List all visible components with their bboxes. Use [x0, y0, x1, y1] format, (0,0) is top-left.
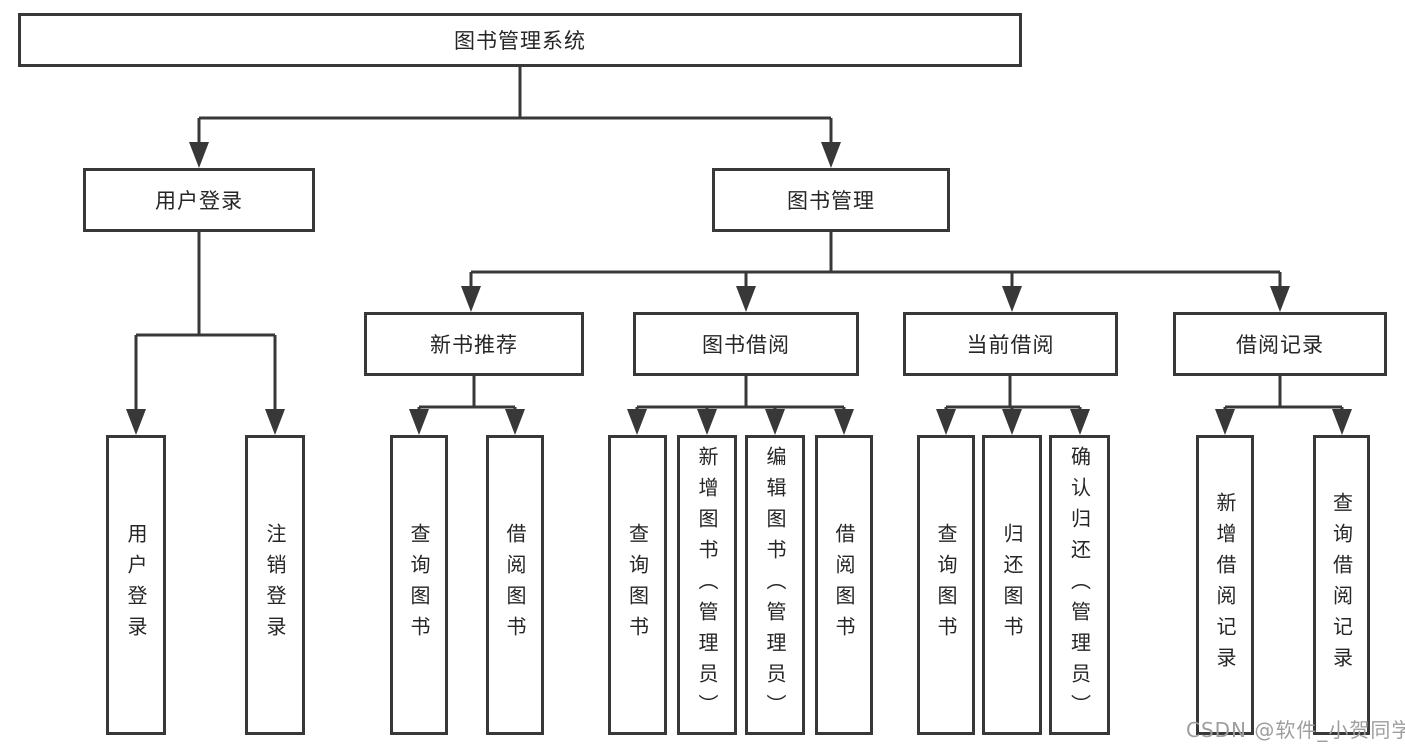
arrow-down-icon [736, 286, 756, 312]
leaf-user-login: 用户登录 [106, 435, 166, 735]
arrow-down-icon [126, 409, 146, 435]
arrow-down-icon [834, 409, 854, 435]
leaf-label: 编辑图书（管理员） [763, 445, 787, 725]
leaf-br-add-borrow-record: 新增借阅记录 [1196, 435, 1254, 735]
node-new-book-recommendation: 新书推荐 [364, 312, 584, 376]
leaf-label: 新增借阅记录 [1213, 492, 1237, 678]
leaf-cb-return-books: 归还图书 [982, 435, 1042, 735]
leaf-bb-add-books-admin: 新增图书（管理员） [677, 435, 737, 735]
arrow-down-icon [1270, 286, 1290, 312]
arrow-down-icon [265, 409, 285, 435]
node-label: 用户登录 [155, 189, 243, 213]
node-book-borrowing: 图书借阅 [633, 312, 859, 376]
leaf-label: 借阅图书 [832, 523, 856, 647]
arrow-down-icon [409, 409, 429, 435]
leaf-label: 查询图书 [407, 523, 431, 647]
leaf-nb-query-books: 查询图书 [390, 435, 448, 735]
node-book-management: 图书管理 [712, 168, 950, 232]
leaf-label: 用户登录 [124, 523, 148, 647]
leaf-cb-confirm-return-admin: 确认归还（管理员） [1049, 435, 1110, 735]
node-current-borrowing: 当前借阅 [903, 312, 1118, 376]
leaf-nb-borrow-books: 借阅图书 [486, 435, 544, 735]
node-library-management-system: 图书管理系统 [18, 13, 1022, 67]
leaf-label: 新增图书（管理员） [695, 445, 719, 725]
csdn-watermark: CSDN @软件_小贺同学 [1186, 718, 1405, 742]
arrow-down-icon [505, 409, 525, 435]
arrow-down-icons [126, 142, 1352, 435]
leaf-label: 查询借阅记录 [1329, 492, 1354, 678]
leaf-bb-borrow-books: 借阅图书 [815, 435, 873, 735]
arrow-down-icon [189, 142, 209, 168]
leaf-bb-edit-books-admin: 编辑图书（管理员） [745, 435, 805, 735]
leaf-label: 注销登录 [263, 523, 287, 647]
arrow-down-icon [461, 286, 481, 312]
node-label: 新书推荐 [430, 333, 518, 357]
arrow-down-icon [1070, 409, 1090, 435]
leaf-label: 归还图书 [1000, 523, 1024, 647]
leaf-br-query-borrow-record: 查询借阅记录 [1313, 435, 1370, 735]
arrow-down-icon [697, 409, 717, 435]
leaf-logout-login: 注销登录 [245, 435, 305, 735]
arrow-down-icon [1215, 409, 1235, 435]
node-label: 借阅记录 [1236, 333, 1324, 357]
leaf-label: 借阅图书 [503, 523, 527, 647]
arrow-down-icon [1332, 409, 1352, 435]
arrow-down-icon [1002, 409, 1022, 435]
leaf-cb-query-books: 查询图书 [917, 435, 975, 735]
node-user-login: 用户登录 [83, 168, 315, 232]
node-label: 图书管理 [787, 189, 875, 213]
leaf-label: 确认归还（管理员） [1067, 445, 1092, 725]
node-label: 当前借阅 [966, 333, 1055, 357]
leaf-label: 查询图书 [625, 523, 650, 647]
arrow-down-icon [627, 409, 647, 435]
leaf-bb-query-books: 查询图书 [608, 435, 667, 735]
arrow-down-icon [1002, 286, 1022, 312]
arrow-down-icon [765, 409, 785, 435]
node-label: 图书借阅 [702, 333, 790, 357]
node-borrowing-records: 借阅记录 [1173, 312, 1387, 376]
arrow-down-icon [936, 409, 956, 435]
leaf-label: 查询图书 [934, 523, 958, 647]
node-label: 图书管理系统 [454, 29, 586, 53]
arrow-down-icon [821, 142, 841, 168]
